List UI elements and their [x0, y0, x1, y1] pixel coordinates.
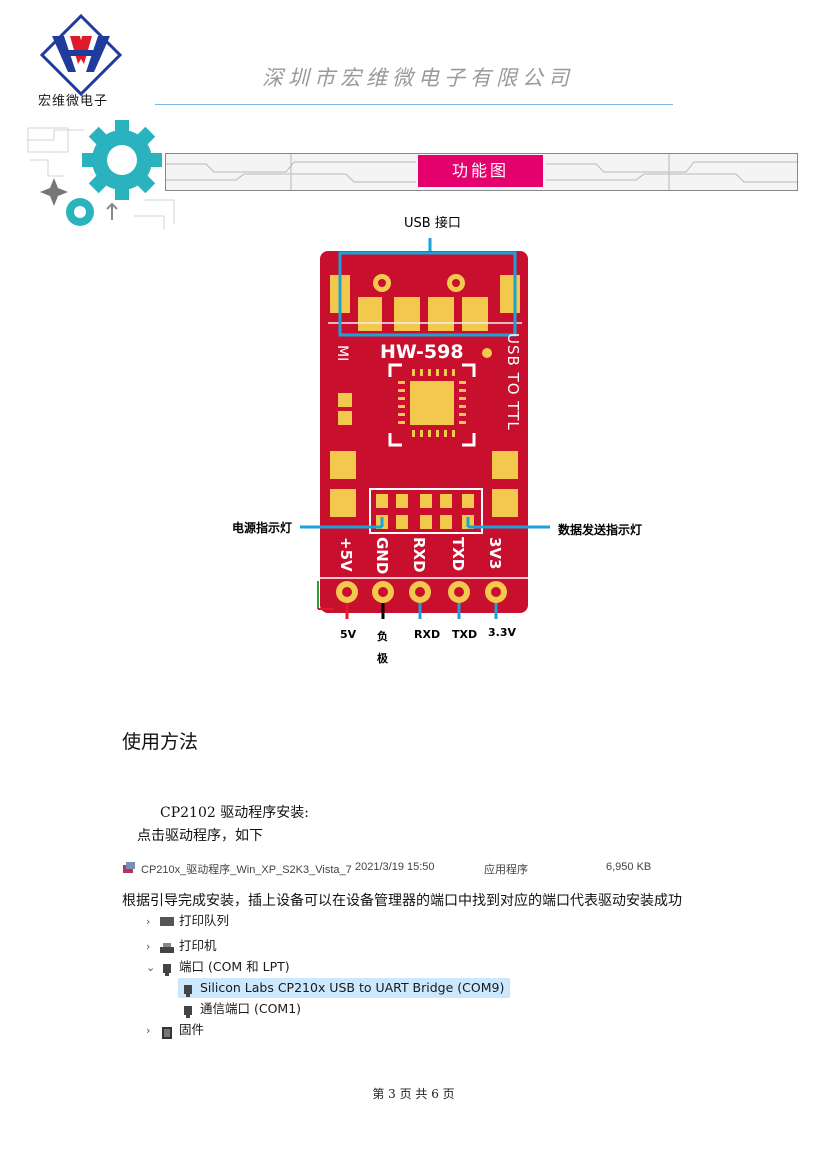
printer-icon	[160, 916, 174, 926]
file-date: 2021/3/19 15:50	[355, 861, 435, 873]
file-size: 6,950 KB	[606, 861, 652, 873]
tree-item-print-queue[interactable]: ›打印队列	[146, 914, 229, 926]
pin-label-neg-2: 极	[377, 652, 388, 665]
file-name: CP210x_驱动程序_Win_XP_S2K3_Vista_7	[141, 864, 352, 876]
pin-silk-3v3: 3V3	[486, 537, 504, 569]
driver-instruction: 点击驱动程序，如下	[137, 828, 263, 844]
tree-item-printers[interactable]: ›打印机	[146, 936, 217, 956]
board-side-text: USB TO TTL	[504, 333, 522, 431]
tree-item-ports[interactable]: ⌄端口 (COM 和 LPT)	[146, 957, 290, 977]
pin-label-rxd: RXD	[414, 628, 441, 641]
tree-item-firmware[interactable]: ›固件	[146, 1020, 204, 1040]
pin-label-txd: TXD	[452, 628, 478, 641]
port-icon	[181, 983, 195, 997]
banner-title: 功能图	[418, 155, 543, 187]
tree-item-cp210x-port[interactable]: Silicon Labs CP210x USB to UART Bridge (…	[178, 978, 511, 998]
chevron-right-icon: ›	[146, 940, 151, 953]
section-title: 使用方法	[122, 731, 199, 753]
printer-icon	[160, 941, 174, 953]
device-manager-tree: ›打印队列 ›打印机 ⌄端口 (COM 和 LPT) Silicon Labs …	[140, 914, 540, 1048]
chevron-right-icon: ›	[146, 915, 151, 926]
installer-icon	[123, 862, 135, 873]
driver-heading: CP2102 驱动程序安装:	[160, 805, 309, 821]
tree-item-com1[interactable]: 通信端口 (COM1)	[181, 999, 301, 1019]
firmware-icon	[160, 1025, 174, 1039]
logo-text: 宏维微电子	[38, 94, 109, 109]
chevron-down-icon: ⌄	[146, 961, 156, 974]
data-led-label: 数据发送指示灯	[558, 523, 643, 537]
driver-file-row[interactable]: CP210x_驱动程序_Win_XP_S2K3_Vista_7 2021/3/1…	[122, 859, 662, 879]
pin-silk-rxd: RXD	[410, 537, 428, 573]
header-divider	[155, 104, 673, 105]
usb-highlight-box	[338, 251, 517, 337]
pin-label-5v: 5V	[340, 628, 357, 641]
pin-silk-gnd: GND	[373, 537, 391, 574]
page-footer: 第 3 页 共 6 页	[372, 1087, 455, 1101]
pcb-board	[320, 251, 528, 613]
pin-label-neg-1: 负	[377, 630, 388, 643]
pin-silk-5v: +5V	[337, 537, 355, 572]
file-type: 应用程序	[484, 864, 528, 876]
power-led-label: 电源指示灯	[232, 521, 293, 535]
board-diagram: HW-598 USB TO TTL MI +5V GND RXD TXD 3V3	[300, 238, 550, 619]
board-model: HW-598	[380, 341, 464, 363]
company-logo	[40, 14, 122, 96]
install-note: 根据引导完成安装，插上设备可以在设备管理器的端口中找到对应的端口代表驱动安装成功	[122, 893, 682, 909]
chevron-right-icon: ›	[146, 1024, 151, 1037]
company-name: 深圳市宏维微电子有限公司	[262, 66, 574, 90]
pin-silk-txd: TXD	[449, 537, 467, 571]
port-icon	[181, 1004, 195, 1018]
port-icon	[160, 962, 174, 976]
usb-port-label: USB 接口	[404, 216, 461, 231]
board-mark: MI	[334, 345, 350, 361]
pin-label-3v3: 3.3V	[488, 626, 516, 639]
gears-decoration	[26, 120, 175, 230]
